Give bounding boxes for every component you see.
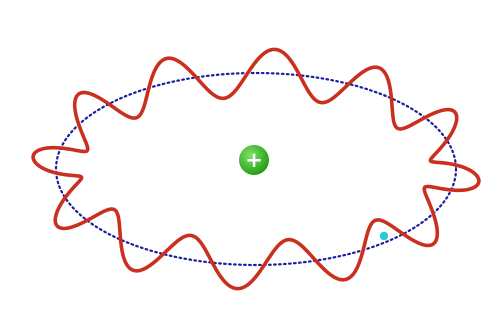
nucleus-circle bbox=[239, 145, 269, 175]
nucleus: + bbox=[239, 145, 269, 175]
electron-standing-wave bbox=[31, 47, 481, 291]
circular-orbit-path bbox=[54, 71, 458, 267]
electron-particle bbox=[379, 231, 389, 241]
nucleus-charge-label: + bbox=[245, 148, 263, 172]
